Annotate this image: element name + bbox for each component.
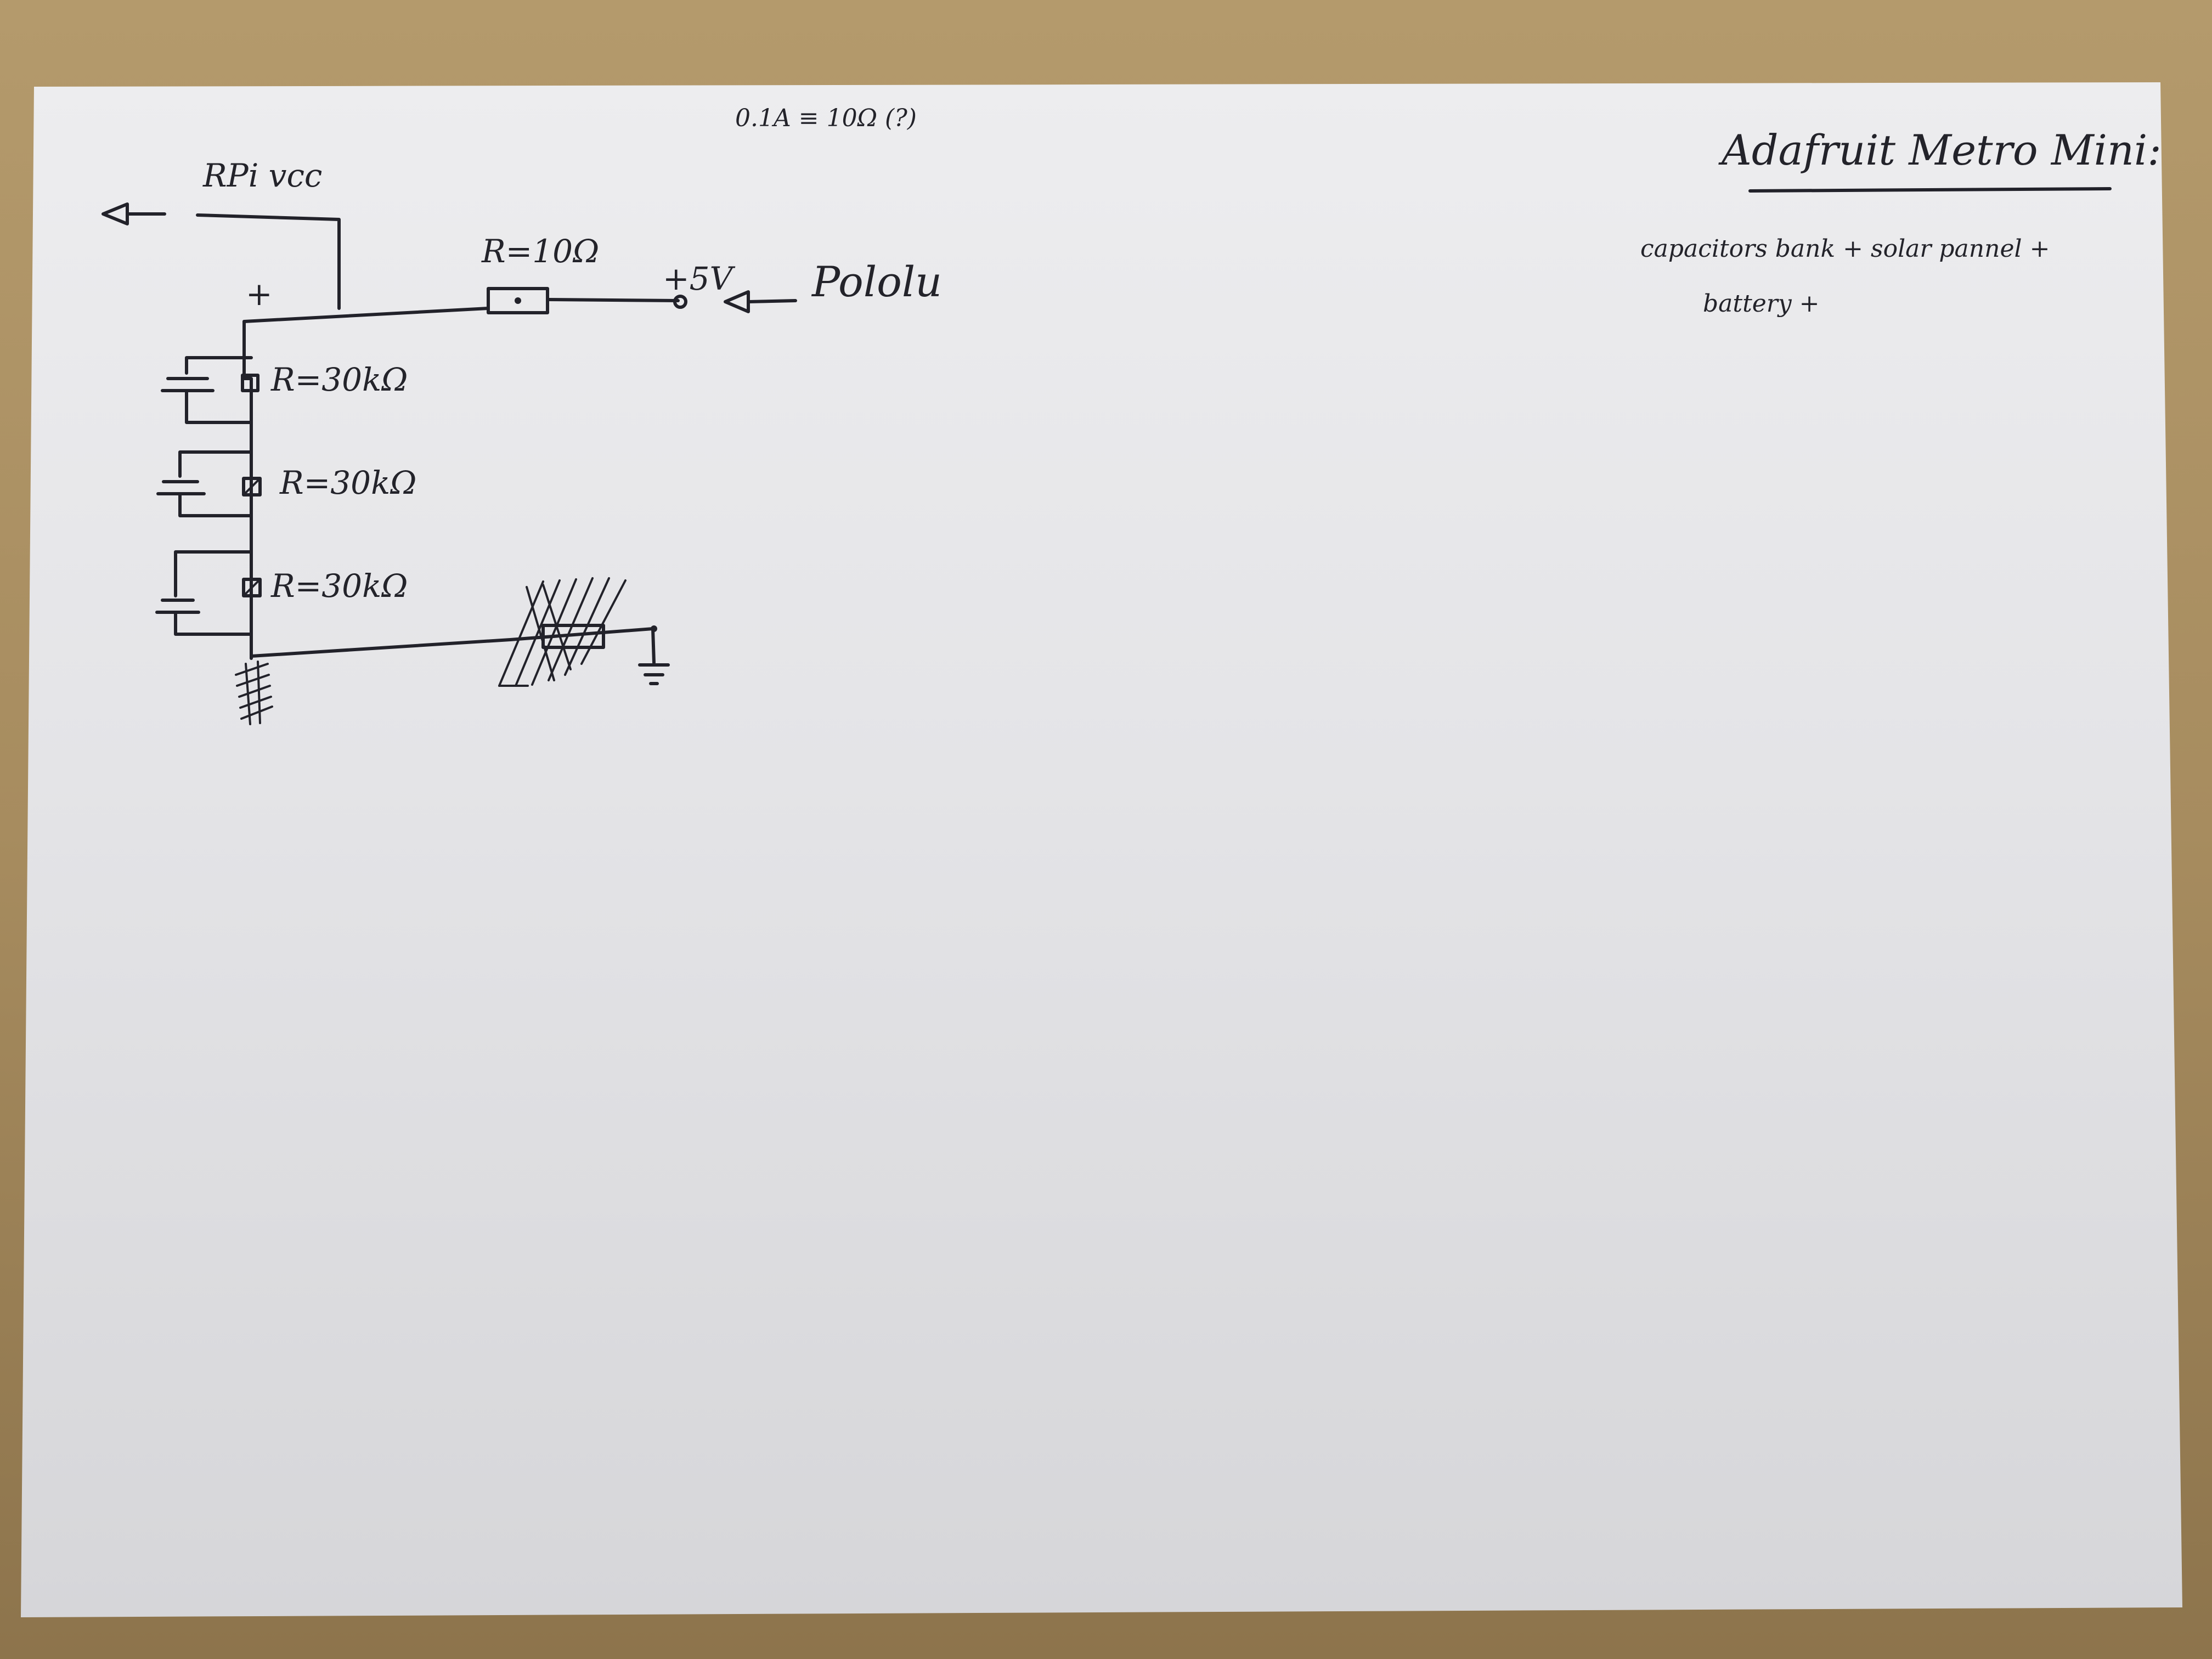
- arrow-left-icon: [724, 290, 797, 313]
- crossed-out-resistor: [498, 577, 627, 687]
- capacitor-bank: [155, 320, 273, 725]
- r-bank-2-label: R=30kΩ: [279, 464, 416, 501]
- pololu-label: Pololu: [811, 257, 942, 306]
- top-rail-wire: [242, 307, 490, 323]
- r-top-label: R=10Ω: [481, 233, 599, 270]
- arrow-left-icon: [101, 202, 166, 225]
- r-bank-3-label: R=30kΩ: [270, 567, 408, 605]
- title-note: Adafruit Metro Mini:: [1718, 126, 2162, 174]
- supply-wire: [546, 298, 680, 302]
- title-underline: [1748, 187, 2112, 193]
- supply-terminal: [673, 295, 687, 309]
- r-bank-1-label: R=30kΩ: [270, 361, 408, 398]
- note-line-2: battery +: [1703, 290, 1820, 318]
- bottom-wire: [250, 627, 656, 664]
- rpi-vcc-label: RPi vcc: [202, 157, 322, 194]
- junction-dot: [651, 625, 657, 632]
- note-line-1: capacitors bank + solar pannel +: [1640, 235, 2050, 263]
- paper: [21, 82, 2182, 1617]
- ground-icon: [638, 663, 670, 685]
- top-note: 0.1A ≡ 10Ω (?): [735, 104, 917, 132]
- rpi-vcc-wire: [196, 213, 341, 310]
- resistor-dot: [515, 297, 521, 304]
- supply-label: +5V: [663, 260, 735, 297]
- plus-sign: +: [246, 275, 273, 313]
